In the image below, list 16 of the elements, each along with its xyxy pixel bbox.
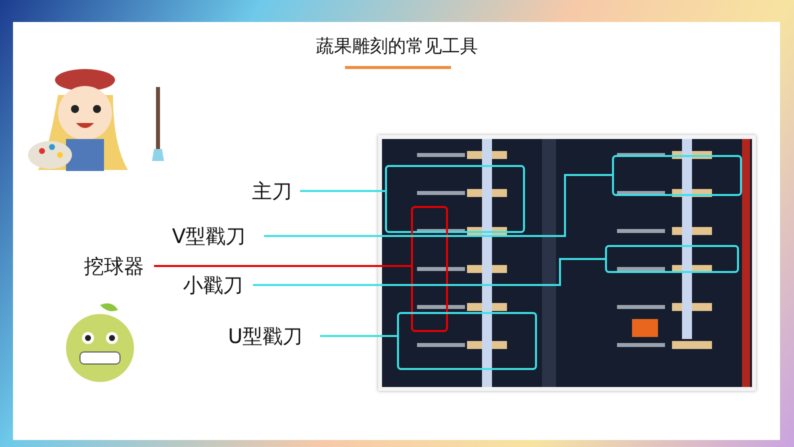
callout-label: 小戳刀 (183, 272, 253, 298)
highlight-frame (397, 312, 537, 370)
callout-label: 挖球器 (84, 253, 154, 279)
leader-line (264, 174, 612, 237)
callout-label: V型戳刀 (172, 223, 264, 249)
slide-title: 蔬果雕刻的常见工具 (316, 35, 478, 58)
callout-label: U型戳刀 (228, 323, 320, 349)
leader-line (320, 335, 397, 337)
highlight-frame (411, 206, 448, 332)
leader-line (253, 258, 605, 286)
callout-label: 主刀 (252, 178, 300, 204)
leader-line (154, 265, 411, 267)
highlight-frame (385, 165, 525, 233)
highlight-frame (605, 245, 739, 273)
highlight-frame (612, 155, 742, 196)
leader-line (300, 190, 385, 192)
